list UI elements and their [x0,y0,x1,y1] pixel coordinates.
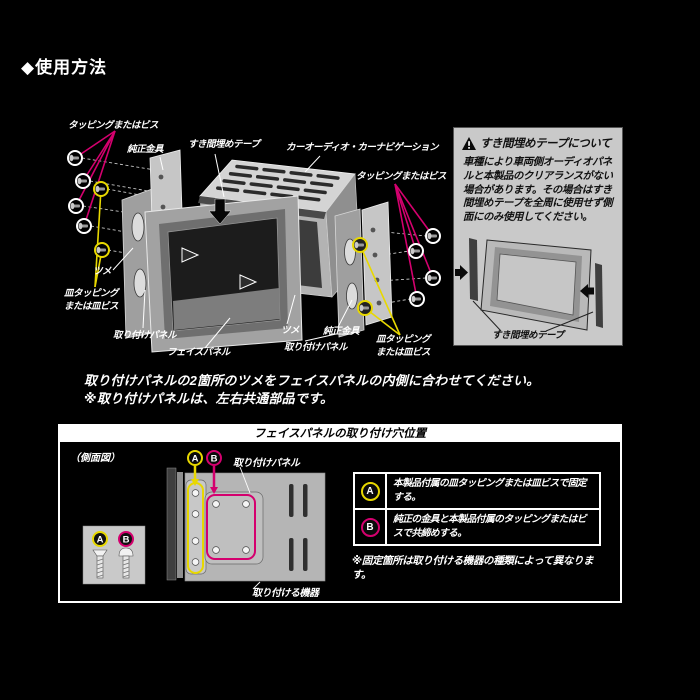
mounting-bracket [185,479,264,575]
oem-bracket-right-part [361,201,393,326]
screw-legend: A B [82,525,146,585]
label-line: または皿ビス [64,300,119,312]
screw-icon [408,243,424,259]
screw-icon [352,237,368,253]
caption-line1: 取り付けパネルの2箇所のツメをフェイスパネルの内側に合わせてください。 [84,373,540,388]
label-face-panel: フェイスパネル [167,347,230,358]
down-arrow-icon [208,198,232,225]
tape-placement-diagram [455,238,603,332]
mounting-panel-label: 取り付けパネル [233,458,300,469]
tape-strip-left [469,238,478,301]
table-row: B 純正の金具と本製品付属のタッピングまたはビスで共締めする。 [355,508,599,544]
tape-note-body: 車種により車両側オーディオパネルと本製品のクリアランスがない場合があります。その… [463,157,613,224]
page-title: ◆使用方法 [21,58,108,77]
tapping-screws [67,150,441,307]
mounting-panel-right-part [334,208,365,338]
screw-icon [75,173,91,189]
tab-slot-icon [131,212,145,242]
side-view-diagram: A B A B [82,450,326,590]
table-key-cell: B [355,510,387,544]
side-view-leaders [239,466,261,590]
screw-icon [67,150,83,166]
screw-icon [76,218,92,234]
label-tapping-screw-right: タッピングまたはビス [356,171,447,182]
label-flat-screw-left: 皿タッピング または皿ビス [64,288,119,313]
label-tapping-screw-left: タッピングまたはビス [68,120,159,131]
table-text-cell: 本製品付属の皿タッピングまたは皿ビスで固定する。 [393,478,587,504]
screw-icon [94,242,110,258]
tape-note-title: すき間埋めテープについて [480,138,611,150]
label-mounting-panel-bottom: 取り付けパネル [284,342,348,353]
caption-line2: ※取り付けパネルは、左右共通部品です。 [84,391,334,406]
label-oem-bracket-left: 純正金具 [127,144,164,155]
label-flat-screw-right: 皿タッピング または皿ビス [376,334,431,359]
svg-text:B: B [211,454,218,465]
frame-window [496,253,577,316]
warning-icon [462,136,476,150]
hole-position-section: フェイスパネルの取り付け穴位置 [58,424,622,603]
fixing-method-table: A 本製品付属の皿タッピングまたは皿ビスで固定する。 B 純正の金具と本製品付属… [353,472,601,546]
screw-icon [357,300,373,316]
label-oem-bracket-bottom: 純正金具 [323,326,360,337]
label-leader-lines [112,153,353,349]
hole-position-content: A B A B [60,442,620,601]
tape-diagram-label: すき間埋めテープ [492,330,564,341]
label-gap-tape: すき間埋めテープ [188,139,260,150]
face-panel-edge-inner [177,472,183,578]
label-tab-bottom: ツメ [281,325,300,336]
label-mounting-panel-left: 取り付けパネル [113,330,177,341]
tape-strip-right [595,263,603,328]
tapping-screw-pointer-lines [74,130,434,300]
screw-icon [68,198,84,214]
tape-note-header: すき間埋めテープについて [462,135,614,151]
svg-text:A: A [192,454,199,465]
tape-note-box: すき間埋めテープについて 車種により車両側オーディオパネルと本製品のクリアランス… [453,127,623,346]
press-arrow-left-icon [455,265,468,280]
flat-screws [93,181,373,316]
screw-icon [425,228,441,244]
vent-slots [216,164,340,202]
face-panel-part [144,195,303,353]
arrow-head [210,487,218,494]
svg-text:B: B [123,535,130,546]
label-line: 皿タッピング [64,288,119,299]
flat-screw-icon [92,549,108,579]
hole-group-b-outline [206,494,256,560]
pointer-badge-a: A [187,450,203,486]
label-car-audio: カーオーディオ・カーナビゲーション [286,142,439,153]
device-vents [289,484,308,571]
arrow-head [191,479,199,486]
badge-a: A [360,481,380,501]
mounted-device-label: 取り付ける機器 [252,588,319,599]
exploded-diagram [67,130,441,353]
badge-b: B [360,517,380,537]
svg-text:A: A [97,535,104,546]
screw-icon [409,291,425,307]
face-panel-edge [166,467,177,581]
bracket-holes [191,489,250,566]
tab-slot-icon [133,268,147,298]
tab-direction-arrow-icon [239,274,258,290]
pointer-badge-b: B [206,450,222,494]
label-line: 皿タッピング [376,334,431,345]
fixing-note: ※固定箇所は取り付ける機器の種類によって異なります。 [352,555,594,582]
screw-icon [93,181,109,197]
label-tab-left: ツメ [93,266,112,277]
pan-screw-icon [118,547,134,579]
table-key-cell: A [355,474,387,508]
table-text-cell: 純正の金具と本製品付属のタッピングまたはビスで共締めする。 [393,514,587,540]
screw-icon [425,270,441,286]
tab-direction-arrow-icon [181,247,200,263]
table-row: A 本製品付属の皿タッピングまたは皿ビスで固定する。 [355,474,599,508]
side-view-label: （側面図） [70,453,120,464]
press-arrow-right-icon [580,284,594,298]
hole-position-header: フェイスパネルの取り付け穴位置 [60,426,620,442]
tab-slot-icon [346,282,358,310]
tape-label-leaders [472,300,594,332]
label-line: または皿ビス [376,346,431,358]
